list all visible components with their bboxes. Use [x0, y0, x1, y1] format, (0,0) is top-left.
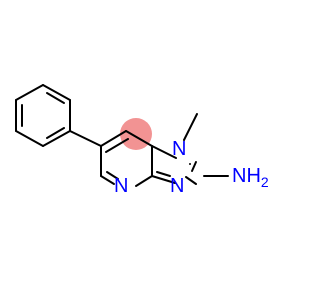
- methyl-bond: [183, 113, 198, 141]
- n1-label: N: [172, 138, 186, 160]
- pyridine-ring: [100, 130, 153, 187]
- biaryl-bond: [69, 130, 102, 147]
- molecule-structure: N N N NH2: [15, 84, 269, 197]
- nh2-label: NH2: [232, 165, 269, 190]
- imidazole-ring: [151, 145, 197, 185]
- n4-label: N: [114, 175, 128, 197]
- nh2-subscript: 2: [261, 174, 269, 190]
- phenyl-ring: [15, 84, 71, 147]
- highlight-circle: [120, 118, 152, 150]
- n3-label: N: [170, 175, 184, 197]
- nh-text: NH: [232, 165, 261, 187]
